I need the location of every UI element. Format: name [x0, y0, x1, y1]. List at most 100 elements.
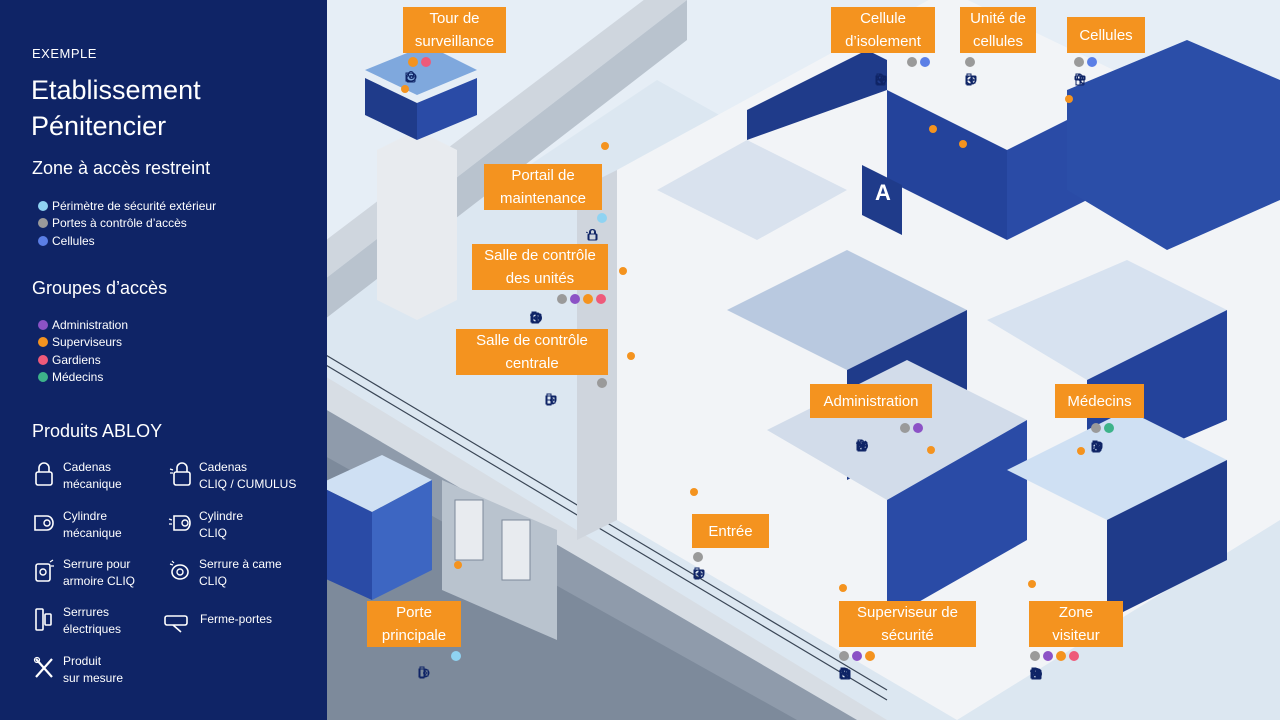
cam-lock-icon [169, 560, 189, 580]
anchor-entree [690, 488, 698, 496]
access-group-dot [421, 57, 431, 67]
access-group-dot [900, 423, 910, 433]
anchor-superviseur [839, 584, 847, 592]
custom-product-icon [33, 656, 53, 678]
access-group-dot [852, 651, 862, 661]
anchor-medecins [1077, 447, 1085, 455]
electric-lock-icon [419, 666, 429, 679]
zone-dots [907, 57, 930, 67]
door-closer-icon [965, 75, 977, 85]
access-group-dot [920, 57, 930, 67]
access-group-dot [693, 552, 703, 562]
zone-dots [839, 651, 875, 661]
anchor-porte [454, 561, 462, 569]
a-block-sign-letter: A [875, 180, 891, 205]
access-group-dot [1056, 651, 1066, 661]
zone-label-cellules[interactable]: Cellules [1067, 17, 1145, 53]
access-group-dot [597, 378, 607, 388]
zone-dots [597, 378, 607, 388]
custom-icon [1092, 441, 1102, 452]
access-group-dot [865, 651, 875, 661]
title-line-1: Etablissement [31, 75, 201, 105]
groups-legend: Administration Superviseurs Gardiens Méd… [38, 316, 128, 386]
zone-dots [557, 294, 606, 304]
sidebar: EXEMPLE Etablissement Pénitencier Zone à… [0, 0, 327, 720]
cliq-cylinder-icon [168, 515, 191, 531]
anchor-visiteur [1028, 580, 1036, 588]
zone-dots [1091, 423, 1114, 433]
cylinder-icon [34, 515, 54, 531]
access-group-dot [907, 57, 917, 67]
door-closer-icon [164, 615, 188, 633]
access-group-dot [1043, 651, 1053, 661]
door-closer-icon [545, 395, 557, 405]
product-door-closer: Ferme-portes [163, 607, 303, 647]
access-group-dot [583, 294, 593, 304]
zone-dots [451, 651, 461, 661]
access-group-dot [408, 57, 418, 67]
perimeter-dot [38, 200, 48, 211]
door-closer-icon [839, 669, 851, 679]
access-group-dot [1074, 57, 1084, 67]
access-group-dot [1087, 57, 1097, 67]
zone-section-title: Zone à accès restreint [32, 158, 211, 178]
guards-dot [38, 354, 48, 365]
anchor-unite [959, 140, 967, 148]
door-closer-icon [875, 75, 887, 85]
zone-label-entree[interactable]: Entrée [692, 514, 769, 548]
zone-dots [1030, 651, 1079, 661]
access-group-dot [596, 294, 606, 304]
zone-dots [1074, 57, 1097, 67]
zone-dots [408, 57, 431, 67]
cabinet-lock-icon [35, 559, 54, 582]
cliq-padlock-icon [586, 229, 598, 241]
zone-legend: Périmètre de sécurité extérieur Portes à… [38, 197, 216, 250]
administration-dot [38, 319, 48, 330]
zone-dots [597, 213, 607, 223]
access-group-dot [965, 57, 975, 67]
zone-label-medecins[interactable]: Médecins [1055, 384, 1144, 418]
zone-legend-item: Périmètre de sécurité extérieur [38, 197, 216, 215]
electric-lock-icon [35, 608, 52, 631]
door-closer-icon [693, 569, 705, 579]
zone-label-administration[interactable]: Administration [810, 384, 932, 418]
anchor-cellules [1065, 95, 1073, 103]
cam-lock-icon [406, 72, 416, 82]
zone-dots [900, 423, 923, 433]
access-group-dot [597, 213, 607, 223]
group-legend-item: Gardiens [38, 351, 128, 369]
zone-dots [965, 57, 975, 67]
anchor-salle-unites [619, 267, 627, 275]
access-group-dot [570, 294, 580, 304]
group-legend-item: Administration [38, 316, 128, 334]
zone-legend-item: Cellules [38, 232, 216, 250]
anchor-isolement [929, 125, 937, 133]
zone-legend-item: Portes à contrôle d’accès [38, 215, 216, 233]
cliq-cylinder-icon [856, 441, 868, 451]
custom-icon [1031, 668, 1041, 679]
cliq-padlock-icon [169, 462, 191, 486]
products-section-title: Produits ABLOY [32, 421, 163, 441]
access-group-dot [1030, 651, 1040, 661]
anchor-tour [401, 85, 409, 93]
group-legend-item: Superviseurs [38, 334, 128, 352]
group-legend-item: Médecins [38, 369, 128, 387]
building-drawing: A [327, 0, 1280, 720]
